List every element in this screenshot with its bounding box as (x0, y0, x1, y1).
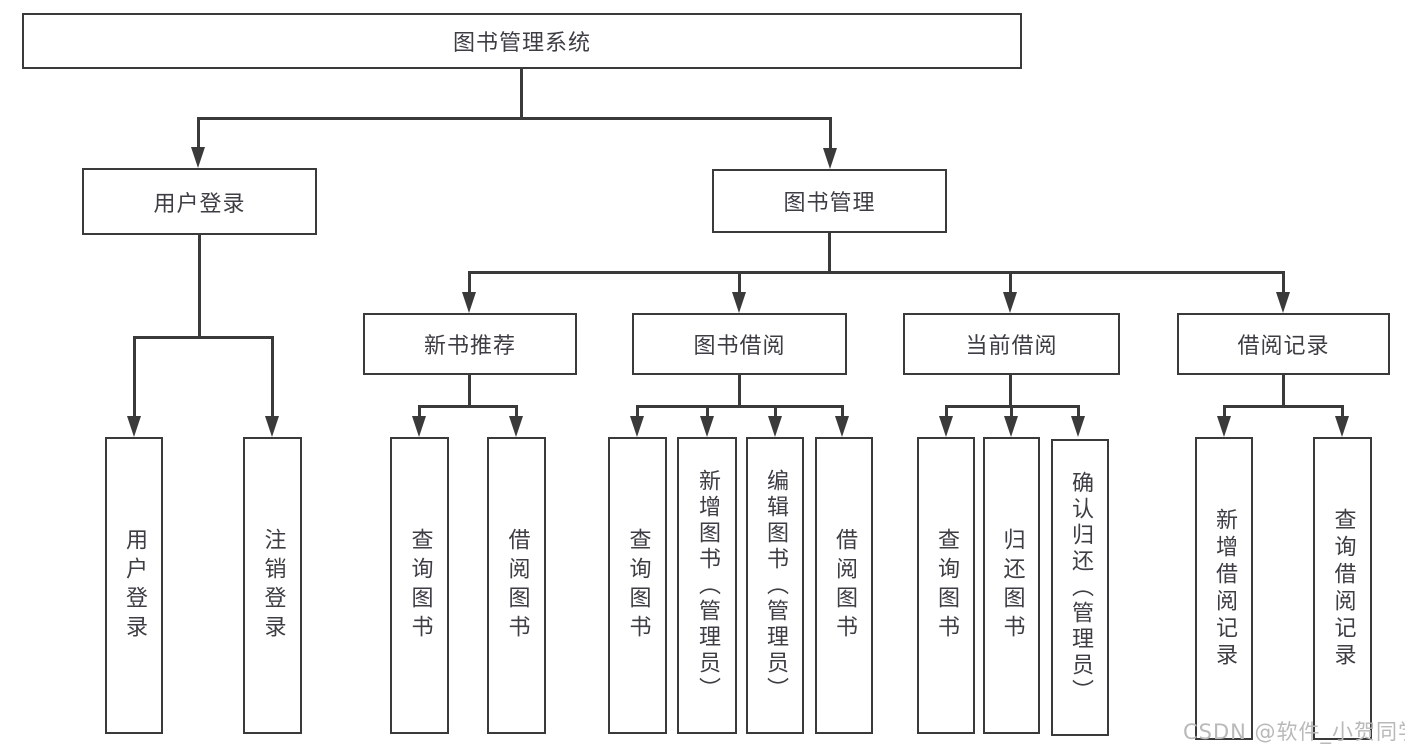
leaf-edit-books-admin: 编辑图书（管理员） (746, 437, 804, 734)
connector-line (829, 117, 832, 150)
connector-line (738, 375, 741, 407)
leaf-return-books: 归还图书 (983, 437, 1040, 734)
connector-line (418, 405, 517, 408)
connector-line (198, 235, 201, 338)
connector-line (133, 336, 273, 339)
connector-line (945, 405, 1080, 408)
leaf-borrow-books-1: 借阅图书 (487, 437, 546, 734)
connector-line (1009, 375, 1012, 407)
arrowhead-icon (127, 416, 141, 437)
arrowhead-icon (265, 416, 279, 437)
connector-line (636, 405, 843, 408)
leaf-search-books-2: 查询图书 (608, 437, 667, 734)
csdn-watermark: CSDN @软件_小贺同学 (1183, 720, 1405, 744)
node-current-borrow: 当前借阅 (903, 313, 1120, 375)
node-book-management-label: 图书管理 (783, 191, 876, 216)
arrowhead-icon (462, 292, 476, 313)
connector-line (1223, 405, 1226, 419)
arrowhead-icon (768, 416, 782, 437)
leaf-logout: 注销登录 (243, 437, 302, 734)
connector-line (271, 336, 274, 418)
connector-line (1009, 271, 1012, 295)
connector-line (468, 271, 471, 295)
node-new-book-recommend: 新书推荐 (363, 313, 577, 375)
arrowhead-icon (1335, 416, 1349, 437)
connector-line (520, 69, 523, 118)
connector-line (515, 405, 518, 419)
connector-line (1341, 405, 1344, 419)
arrowhead-icon (835, 416, 849, 437)
node-book-management: 图书管理 (712, 169, 947, 233)
arrowhead-icon (509, 416, 523, 437)
leaf-search-books-2-label: 查询图书 (625, 527, 651, 644)
leaf-search-borrow-record: 查询借阅记录 (1313, 437, 1372, 740)
connector-line (841, 405, 844, 419)
leaf-add-borrow-record: 新增借阅记录 (1195, 437, 1253, 740)
node-user-login-label: 用户登录 (153, 191, 246, 217)
arrowhead-icon (1071, 416, 1085, 437)
leaf-borrow-books-1-label: 借阅图书 (504, 527, 530, 644)
connector-line (1010, 405, 1013, 419)
arrowhead-icon (700, 416, 714, 437)
connector-line (197, 117, 832, 120)
leaf-search-books-3-label: 查询图书 (934, 527, 959, 644)
connector-line (1077, 405, 1080, 419)
node-library-system: 图书管理系统 (22, 13, 1022, 69)
leaf-search-books-1: 查询图书 (390, 437, 449, 734)
leaf-confirm-return-admin-label: 确认归还（管理员） (1068, 470, 1093, 705)
leaf-confirm-return-admin: 确认归还（管理员） (1051, 439, 1109, 736)
leaf-search-books-1-label: 查询图书 (407, 527, 433, 644)
arrowhead-icon (1004, 416, 1018, 437)
node-book-borrow-label: 图书借阅 (693, 334, 786, 359)
node-user-login: 用户登录 (82, 168, 317, 235)
leaf-add-books-admin-label: 新增图书（管理员） (695, 468, 720, 703)
arrowhead-icon (630, 416, 644, 437)
arrowhead-icon (412, 416, 426, 437)
leaf-user-login: 用户登录 (105, 437, 163, 734)
arrowhead-icon (1003, 292, 1017, 313)
arrowhead-icon (1217, 416, 1231, 437)
connector-line (706, 405, 709, 419)
leaf-search-borrow-record-label: 查询借阅记录 (1330, 507, 1356, 670)
arrowhead-icon (191, 147, 205, 168)
leaf-return-books-label: 归还图书 (999, 527, 1025, 644)
arrowhead-icon (939, 416, 953, 437)
leaf-logout-label: 注销登录 (260, 527, 286, 644)
connector-line (133, 336, 136, 418)
connector-line (1223, 405, 1342, 408)
node-library-system-label: 图书管理系统 (452, 31, 591, 56)
connector-line (636, 405, 639, 419)
arrowhead-icon (823, 148, 837, 169)
leaf-add-books-admin: 新增图书（管理员） (677, 437, 737, 734)
arrowhead-icon (1276, 292, 1290, 313)
connector-line (1282, 271, 1285, 295)
connector-line (738, 271, 741, 295)
connector-line (197, 117, 200, 150)
leaf-user-login-label: 用户登录 (122, 527, 147, 644)
leaf-edit-books-admin-label: 编辑图书（管理员） (763, 468, 788, 703)
connector-line (1282, 375, 1285, 407)
node-current-borrow-label: 当前借阅 (965, 334, 1058, 359)
connector-line (468, 271, 1285, 274)
node-book-borrow: 图书借阅 (632, 313, 847, 375)
arrowhead-icon (732, 292, 746, 313)
node-new-book-recommend-label: 新书推荐 (423, 334, 516, 359)
leaf-add-borrow-record-label: 新增借阅记录 (1212, 507, 1237, 670)
connector-line (828, 233, 831, 274)
leaf-borrow-books-2: 借阅图书 (815, 437, 873, 734)
connector-line (774, 405, 777, 419)
leaf-borrow-books-2-label: 借阅图书 (832, 527, 857, 644)
connector-line (945, 405, 948, 419)
leaf-search-books-3: 查询图书 (917, 437, 975, 734)
node-borrow-records-label: 借阅记录 (1237, 334, 1330, 359)
connector-line (468, 375, 471, 407)
connector-line (418, 405, 421, 419)
node-borrow-records: 借阅记录 (1177, 313, 1390, 375)
